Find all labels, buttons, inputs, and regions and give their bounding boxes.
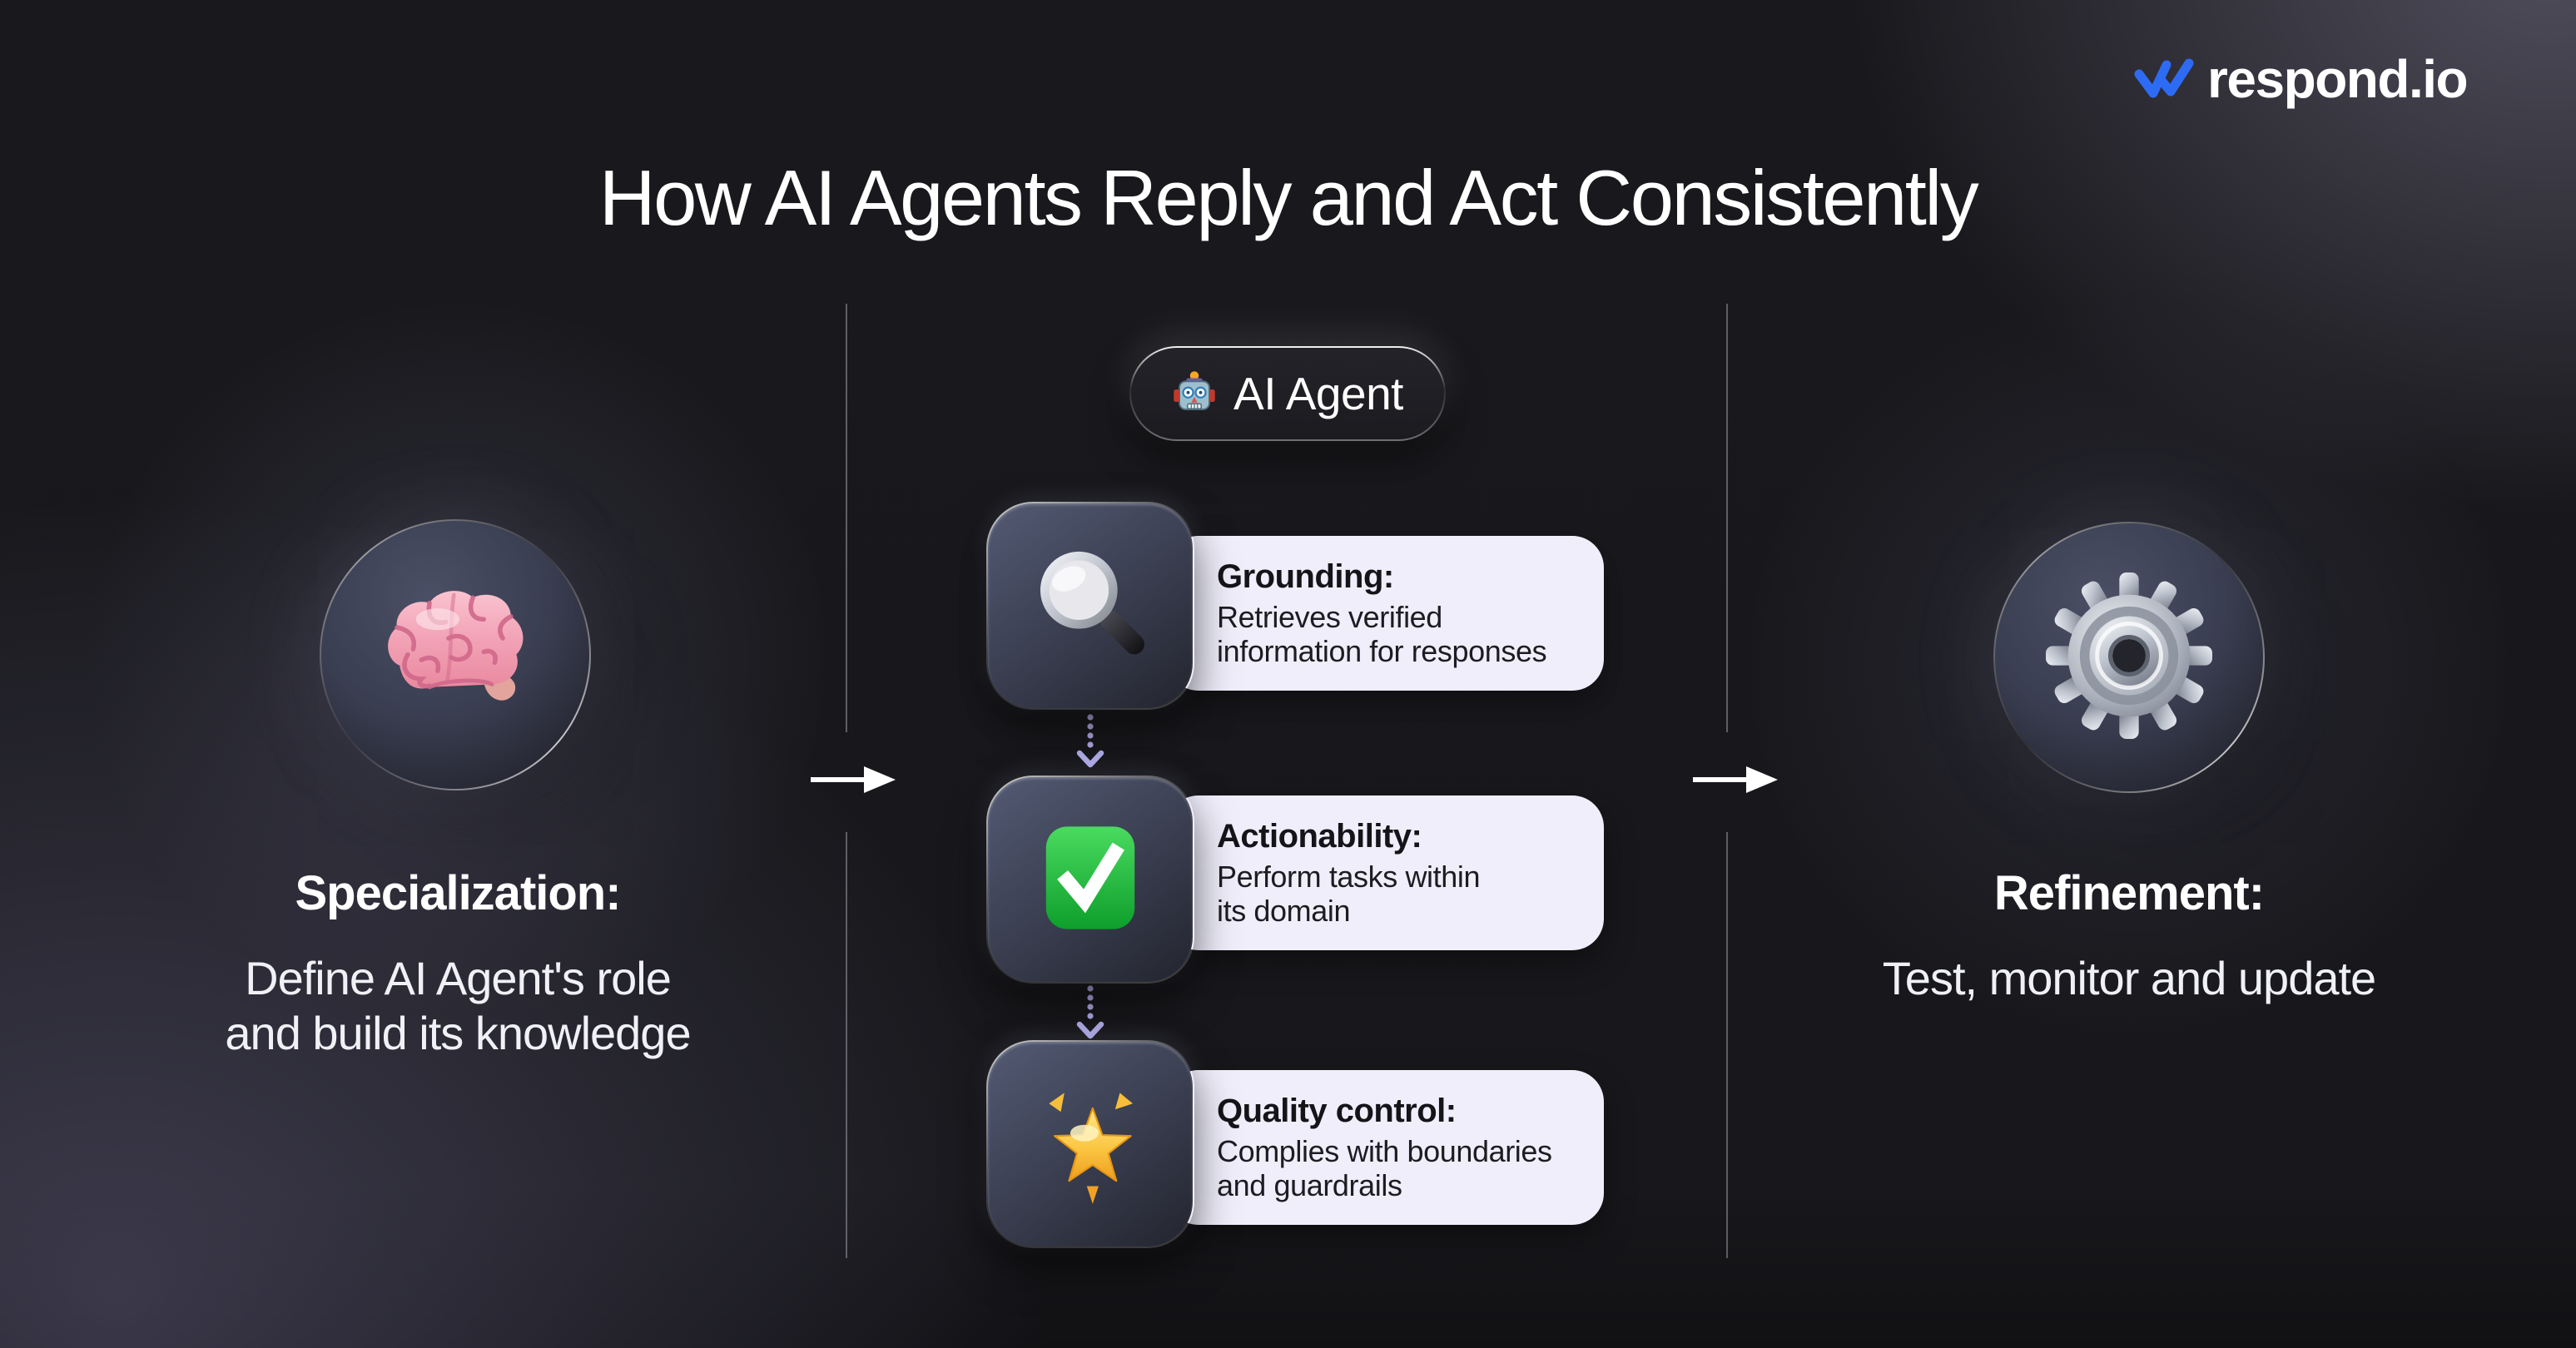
specialization-line: Define AI Agent's role xyxy=(245,952,672,1004)
step-line: Complies with boundaries xyxy=(1217,1134,1552,1169)
step-line: its domain xyxy=(1217,893,1351,928)
respondio-logo: respond.io xyxy=(2132,48,2469,110)
step-card-grounding: Grounding: Retrieves verified informatio… xyxy=(1167,536,1604,691)
magnifier-icon xyxy=(1027,541,1154,672)
step-heading: Quality control: xyxy=(1217,1093,1457,1129)
ai-agent-pill: AI Agent xyxy=(1129,346,1446,441)
page-title: How AI Agents Reply and Act Consistently xyxy=(598,154,1979,241)
step-tile-grounding xyxy=(986,502,1194,710)
step-heading: Grounding: xyxy=(1217,558,1394,595)
right-flow-arrow-right-icon xyxy=(1691,763,1778,796)
refinement-line: Test, monitor and update xyxy=(1882,952,2376,1004)
left-flow-arrow-right-icon xyxy=(809,763,896,796)
divider-right-lower xyxy=(1726,832,1728,1258)
step-heading: Actionability: xyxy=(1217,818,1422,855)
ai-agent-label: AI Agent xyxy=(1233,368,1403,419)
glowing-star-icon xyxy=(1025,1078,1155,1212)
specialization-line: and build its knowledge xyxy=(225,1006,691,1059)
check-square-icon xyxy=(1032,820,1149,940)
robot-icon xyxy=(1172,369,1217,419)
divider-right-upper xyxy=(1726,304,1728,732)
gear-icon xyxy=(2046,572,2212,743)
dotted-arrow-down-icon xyxy=(1075,713,1105,770)
specialization-label: Specialization: xyxy=(295,866,621,920)
gear-circle xyxy=(1993,522,2265,793)
brain-icon xyxy=(367,578,543,732)
divider-left-upper xyxy=(846,304,847,732)
specialization-section: Specialization: Define AI Agent's role a… xyxy=(125,865,791,1060)
logo-text: respond.io xyxy=(2207,49,2469,109)
refinement-section: Refinement: Test, monitor and update xyxy=(1791,865,2467,1006)
step-tile-quality-control xyxy=(986,1040,1194,1248)
step-line: information for responses xyxy=(1217,633,1547,668)
step-line: Retrieves verified xyxy=(1217,600,1442,635)
step-tile-actionability xyxy=(986,776,1194,984)
divider-left-lower xyxy=(846,832,847,1258)
step-line: and guardrails xyxy=(1217,1167,1402,1202)
refinement-label: Refinement: xyxy=(1993,866,2265,920)
step-line: Perform tasks within xyxy=(1217,860,1481,895)
dotted-arrow-down-icon xyxy=(1075,984,1105,1041)
brain-circle xyxy=(320,519,591,790)
double-check-icon xyxy=(2132,54,2196,104)
step-card-quality-control: Quality control: Complies with boundarie… xyxy=(1167,1070,1604,1225)
step-card-actionability: Actionability: Perform tasks within its … xyxy=(1167,795,1604,950)
